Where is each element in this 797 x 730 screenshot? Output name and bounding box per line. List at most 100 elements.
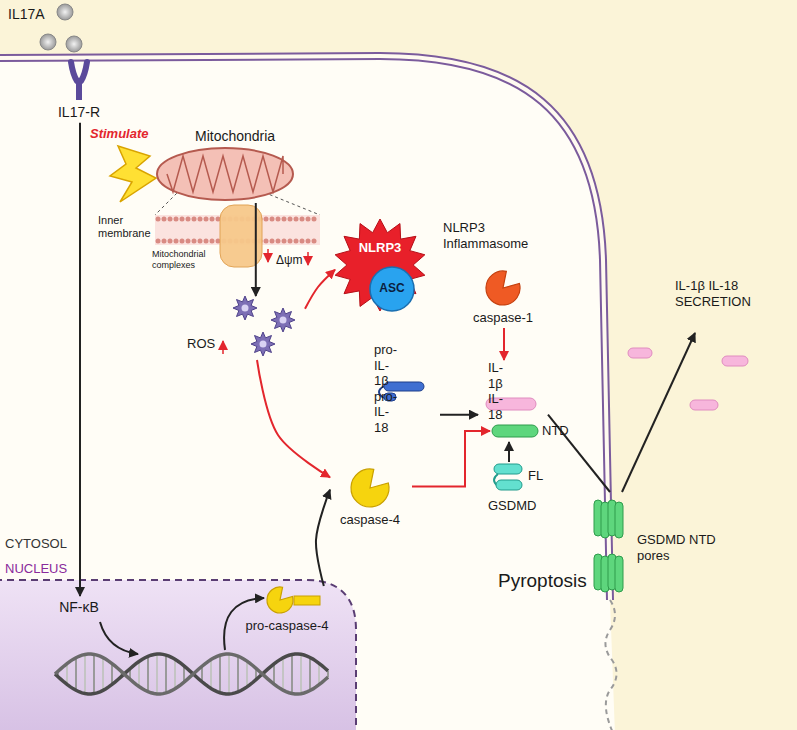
node-ntd: NTD — [490, 420, 571, 442]
node-asc: ASC — [369, 266, 417, 312]
node-label: pro-IL-1β pro-IL-18 — [374, 342, 397, 436]
il17a-ligand — [66, 36, 82, 52]
node-proil: pro-IL-1β pro-IL-18 — [370, 342, 440, 438]
node-label: FL — [528, 468, 543, 484]
nucleus-ground — [0, 580, 356, 730]
connector-arrow — [412, 431, 490, 487]
transcription-arrow — [100, 622, 138, 654]
node-label: IL-1β IL-18 — [488, 360, 503, 422]
dna-rung — [282, 658, 284, 690]
lipid-head — [168, 217, 173, 222]
lipid-head — [180, 217, 185, 222]
node-label: caspase-4 — [330, 512, 410, 528]
il17a-ligand — [57, 4, 73, 20]
lipid-head — [192, 239, 197, 244]
node-pill: IL-1β IL-18 — [478, 360, 548, 424]
node-casp4: caspase-4 — [330, 468, 412, 530]
node-label: NLRP3 Inflammasome — [443, 220, 538, 251]
lipid-head — [174, 217, 179, 222]
free-label: CYTOSOL — [5, 536, 67, 552]
cell-membrane-inner — [0, 56, 610, 600]
free-label: Stimulate — [90, 126, 149, 142]
lipid-head — [300, 217, 305, 222]
free-label: IL17A — [8, 6, 45, 23]
cytokine-pill — [628, 348, 652, 358]
dna-rung — [66, 664, 68, 685]
lipid-head — [264, 239, 269, 244]
node-receptor: IL17-R — [44, 60, 116, 123]
node-nucleus: NUCLEUSNF-κBpro-caspase-4 — [0, 558, 356, 730]
dna-rung — [75, 658, 77, 691]
lipid-head — [282, 217, 287, 222]
dna-rung — [147, 656, 149, 691]
dna-strand — [55, 654, 328, 694]
dna-rung — [111, 664, 113, 685]
node-text-box: IL-1β IL-18 SECRETION — [675, 278, 755, 333]
il17a-ligand — [40, 34, 56, 50]
dna-rung — [138, 661, 140, 686]
connector-arrow — [508, 442, 510, 462]
lipid-head — [198, 217, 203, 222]
node-label: IL17-R — [44, 104, 114, 121]
dna-rung — [273, 664, 275, 684]
lipid-head — [312, 217, 317, 222]
connector-arrow — [316, 490, 330, 586]
dna-rung — [174, 659, 176, 688]
lightning-symbol — [110, 146, 156, 202]
dna-rung — [165, 655, 167, 693]
lipid-head — [306, 217, 311, 222]
lipid-head — [270, 217, 275, 222]
lipid-head — [186, 217, 191, 222]
free-label: Pyroptosis — [498, 570, 587, 593]
lipid-head — [192, 217, 197, 222]
node-label: NLRP3 — [353, 240, 407, 256]
node-pores: GSDMD NTD pores — [592, 492, 742, 602]
node-label: GSDMD NTD pores — [637, 532, 717, 563]
dna-rung — [156, 654, 158, 694]
cytokine-pill — [690, 400, 718, 410]
node-label: IL-1β IL-18 SECRETION — [675, 278, 751, 309]
lipid-head — [204, 239, 209, 244]
lipid-head — [174, 239, 179, 244]
node-ros: ROS — [185, 296, 305, 360]
connector-arrow — [503, 328, 505, 360]
node-label: caspase-1 — [468, 310, 538, 326]
lipid-head — [156, 239, 161, 244]
dna-rung — [84, 654, 86, 693]
lipid-head — [156, 217, 161, 222]
cell-membrane — [0, 56, 610, 600]
node-label: NF-κB — [44, 599, 114, 616]
lipid-head — [276, 217, 281, 222]
ruptured-membrane — [605, 600, 616, 730]
node-label: NUCLEUS — [5, 561, 67, 577]
node-text-box: NF-κB — [44, 596, 116, 620]
lipid-head — [168, 239, 173, 244]
lipid-head — [282, 239, 287, 244]
dna-strand — [55, 654, 328, 694]
node-label: ASC — [369, 281, 415, 295]
dna-rung — [318, 663, 320, 684]
dna-rung — [102, 658, 104, 691]
node-fl: FLGSDMD — [488, 462, 563, 518]
dna-rung — [228, 654, 230, 694]
dna-rung — [219, 655, 221, 693]
lipid-head — [198, 239, 203, 244]
connector-arrow — [257, 360, 330, 477]
free-label: Mitochondrial complexes — [152, 249, 216, 271]
node-casp1: caspase-1 — [468, 270, 540, 328]
lipid-head — [210, 217, 215, 222]
connector-arrow — [622, 333, 695, 492]
lipid-head — [204, 217, 209, 222]
node-mito: Mitochondria — [155, 128, 295, 203]
dna-rung — [309, 657, 311, 690]
free-label: Inner membrane — [98, 214, 152, 240]
lipid-head — [162, 239, 167, 244]
lipid-head — [306, 239, 311, 244]
node-label: NTD — [542, 423, 569, 439]
connector-arrow — [440, 414, 478, 416]
lipid-head — [312, 239, 317, 244]
lipid-head — [186, 239, 191, 244]
